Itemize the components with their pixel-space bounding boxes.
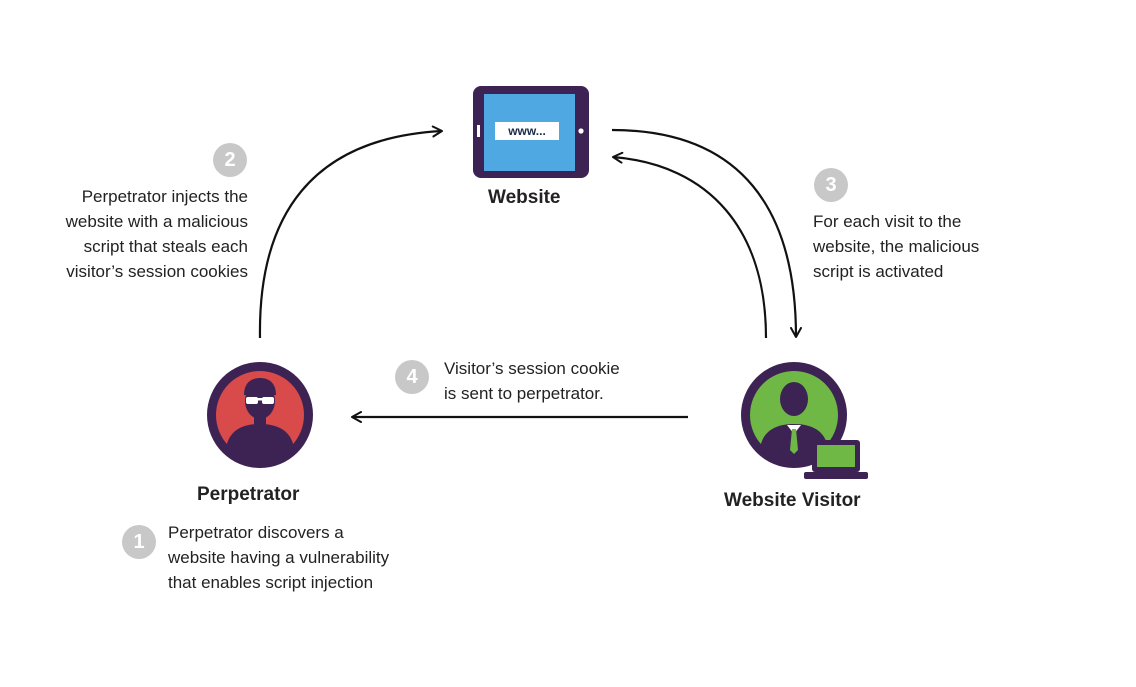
step-1-line: website having a vulnerability bbox=[168, 548, 390, 567]
arrow-visitor-to-website bbox=[612, 151, 768, 339]
user-icon bbox=[760, 382, 828, 465]
step-2-line: visitor’s session cookies bbox=[66, 262, 248, 281]
step-1-line: Perpetrator discovers a bbox=[168, 523, 344, 542]
step-3-line: website, the malicious bbox=[813, 237, 980, 256]
hacker-icon bbox=[226, 378, 294, 465]
url-text: www... bbox=[508, 124, 546, 138]
step-2-line: website with a malicious bbox=[65, 212, 248, 231]
step-4-line: Visitor’s session cookie bbox=[444, 359, 620, 378]
step-2-line: script that steals each bbox=[83, 237, 248, 256]
step-2-badge: 2 bbox=[213, 143, 247, 177]
step-4-text: Visitor’s session cookie is sent to perp… bbox=[444, 356, 620, 406]
step-2-line: Perpetrator injects the bbox=[81, 187, 248, 206]
step-4-badge: 4 bbox=[395, 360, 429, 394]
website-label: Website bbox=[488, 187, 561, 208]
laptop-icon bbox=[804, 440, 868, 479]
arrow-website-to-visitor bbox=[611, 128, 802, 338]
arrow-perpetrator-to-website bbox=[258, 125, 443, 339]
step-1-line: that enables script injection bbox=[168, 573, 374, 592]
step-1-text: Perpetrator discovers a website having a… bbox=[168, 520, 389, 595]
step-3-line: script is activated bbox=[813, 262, 944, 281]
visitor-label: Website Visitor bbox=[724, 490, 861, 511]
perpetrator-label: Perpetrator bbox=[197, 484, 300, 505]
step-4-line: is sent to perpetrator. bbox=[444, 384, 604, 403]
tablet-icon bbox=[473, 86, 589, 178]
step-1-badge: 1 bbox=[122, 525, 156, 559]
step-2-text: Perpetrator injects the website with a m… bbox=[66, 184, 248, 284]
perpetrator-avatar bbox=[207, 362, 313, 468]
step-3-badge: 3 bbox=[814, 168, 848, 202]
step-3-text: For each visit to the website, the malic… bbox=[813, 209, 979, 284]
visitor-avatar bbox=[741, 362, 868, 479]
step-3-line: For each visit to the bbox=[813, 212, 962, 231]
